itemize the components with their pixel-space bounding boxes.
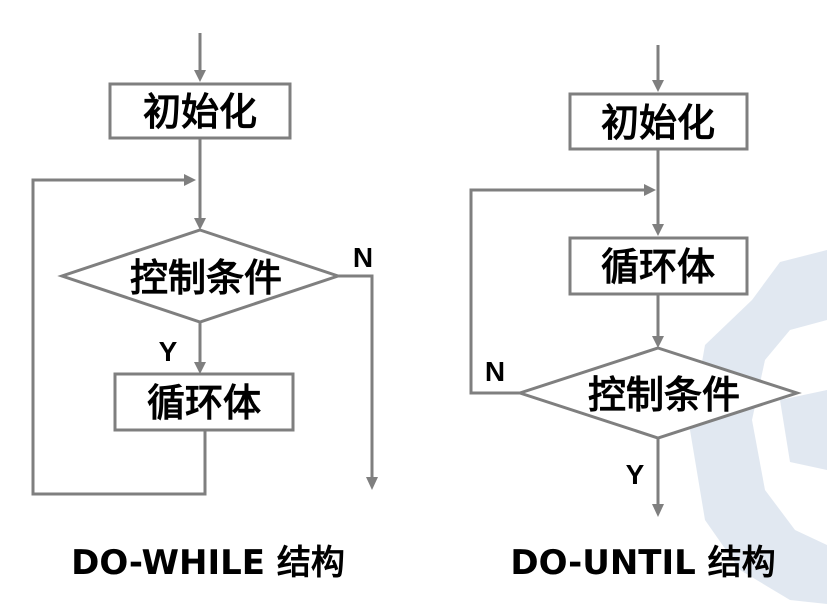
do-while-caption: DO-WHILE 结构 <box>71 543 345 583</box>
loop-body-label: 循环体 <box>601 245 715 289</box>
condition-arrowhead <box>194 218 206 230</box>
loop-body-label: 循环体 <box>147 381 261 425</box>
entry-arrowhead <box>652 80 664 92</box>
loop-back-line <box>31 178 207 496</box>
yes-label: Y <box>626 459 645 490</box>
no-label: N <box>353 242 373 273</box>
no-label: N <box>485 356 505 387</box>
condition-label: 控制条件 <box>588 373 740 417</box>
entry-arrowhead <box>194 70 206 82</box>
do-until-caption: DO-UNTIL 结构 <box>510 543 775 583</box>
loop-back-arrowhead <box>184 174 196 186</box>
yes-arrowhead <box>194 362 206 374</box>
exit-arrowhead <box>366 477 378 490</box>
no-loop-back-line <box>469 188 644 395</box>
body-arrowhead <box>652 224 664 236</box>
do-until-flowchart: 初始化 循环体 控制条件 N Y DO-UNTIL 结构 <box>469 45 802 583</box>
loop-back-arrowhead <box>644 184 656 196</box>
do-while-flowchart: 初始化 控制条件 Y 循环体 N DO-WHILE 结构 <box>31 33 378 583</box>
condition-label: 控制条件 <box>130 256 282 300</box>
init-label: 初始化 <box>143 90 257 134</box>
yes-label: Y <box>159 336 178 367</box>
init-label: 初始化 <box>601 101 715 145</box>
condition-arrowhead <box>652 336 664 348</box>
loop-body-box <box>113 372 295 432</box>
watermark-emblem <box>690 250 827 604</box>
exit-arrowhead <box>652 504 664 517</box>
no-branch-line <box>338 274 374 478</box>
init-box <box>568 92 749 151</box>
